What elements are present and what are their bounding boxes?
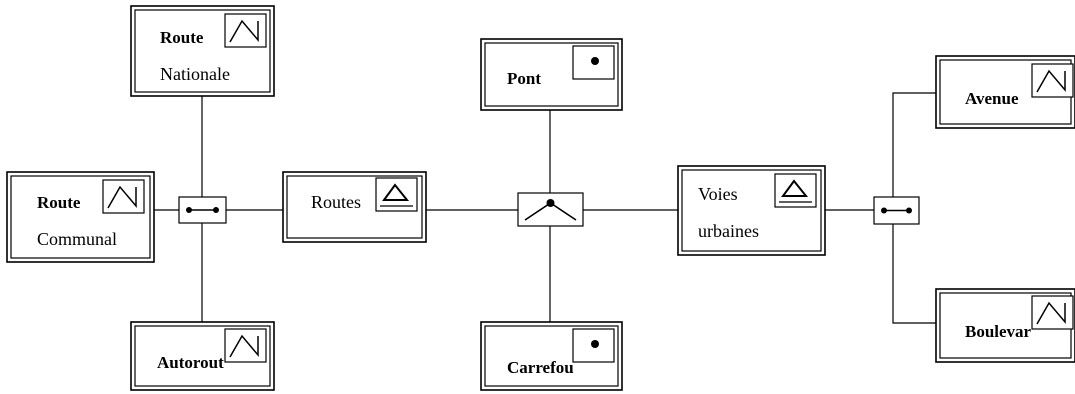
line-geometry-icon	[107, 185, 137, 209]
node-label: Boulevar	[965, 322, 1032, 341]
node-label: Route	[160, 28, 204, 47]
polygon-geometry-icon	[380, 183, 413, 207]
node-label: Route	[37, 193, 81, 212]
polygon-geometry-icon	[779, 179, 812, 203]
node-label: Nationale	[160, 64, 230, 84]
segment-connector-icon	[186, 207, 219, 213]
line-geometry-icon	[1036, 69, 1066, 93]
connector-junction-center	[517, 192, 584, 227]
connector-junction-left	[178, 196, 227, 224]
node-voies-urbaines: Voies urbaines	[677, 165, 826, 256]
node-pont: Pont	[480, 38, 623, 111]
point-geometry-icon	[591, 57, 599, 65]
node-label: Pont	[507, 69, 541, 88]
node-label: Carrefou	[507, 358, 574, 377]
segment-connector-icon	[881, 207, 912, 214]
node-label: Communal	[37, 229, 117, 249]
edges	[154, 92, 936, 324]
node-routes: Routes	[282, 171, 427, 243]
line-geometry-icon	[1036, 301, 1066, 325]
angle-connector-icon	[524, 199, 577, 221]
connector-junction-right	[873, 196, 920, 225]
node-label: Routes	[311, 192, 361, 212]
edge-line	[892, 92, 936, 197]
edge-line	[892, 224, 936, 324]
node-label: urbaines	[698, 221, 759, 241]
node-label: Autorout	[157, 353, 224, 372]
node-carrefou: Carrefou	[480, 321, 623, 391]
node-autorout: Autorout	[130, 321, 275, 391]
line-geometry-icon	[229, 19, 259, 43]
node-avenue: Avenue	[935, 55, 1075, 129]
node-label: Voies	[698, 184, 738, 204]
line-geometry-icon	[229, 334, 259, 358]
node-boulevar: Boulevar	[935, 288, 1075, 363]
point-geometry-icon	[591, 340, 599, 348]
node-label: Avenue	[965, 89, 1019, 108]
